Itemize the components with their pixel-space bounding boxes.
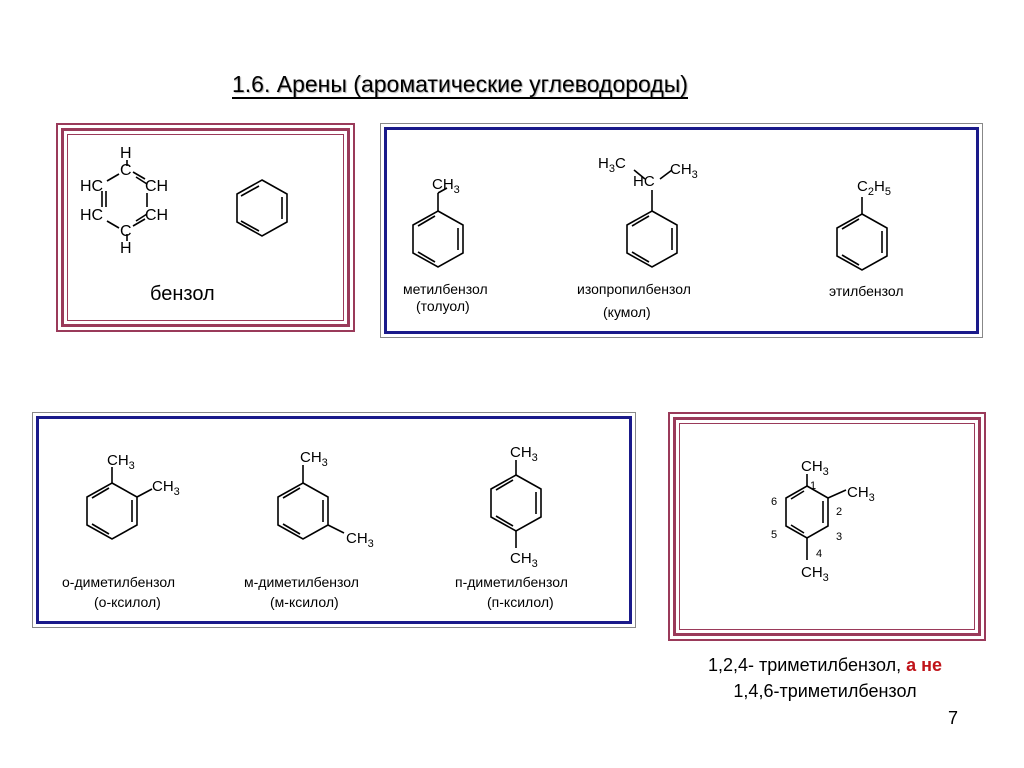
benzene-frame [56,123,355,332]
tmb-ch3-1: CH3 [801,458,829,478]
toluene-ch3-label: CH3 [432,176,460,196]
pxylene-trivial: (п-ксилол) [487,594,554,610]
pxylene-name: п-диметилбензол [455,574,568,590]
oxylene-name: о-диметилбензол [62,574,176,590]
mxylene-ring [277,465,345,540]
note-correct-name: 1,2,4- триметилбензол, [707,655,907,675]
tmb-ch3-2: CH3 [847,484,875,504]
benzene-kekule-bonds [101,160,148,241]
oxylene-ch3-top: CH3 [107,452,135,472]
mxylene-trivial: (м-ксилол) [270,594,339,610]
tmb-pos-1: 1 [810,480,816,492]
page-number: 7 [948,708,959,728]
cumene-name: изопропилбензол [577,281,691,297]
benzene-name: бензол [150,283,215,305]
atom-ch-upper-right: CH [145,178,168,195]
pxylene-ch3-top: CH3 [510,444,538,464]
cumene-h3c-label: H3C [598,155,626,175]
monoalkyl-frame [380,123,983,338]
pxylene-ring [490,460,542,548]
atom-ch-lower-right: CH [145,207,168,224]
tmb-pos-5: 5 [771,529,777,541]
ethylbenzene-ring [836,197,888,271]
tmb-pos-4: 4 [816,548,822,560]
page-title: 1.6. Арены (ароматические углеводороды) [232,70,688,99]
cumene-trivial: (кумол) [603,304,651,320]
toluene-trivial: (толуол) [416,298,470,314]
title-underline [232,97,688,99]
atom-c-bottom: C [120,223,132,240]
oxylene-trivial: (о-ксилол) [94,594,161,610]
tmb-pos-3: 3 [836,531,842,543]
mxylene-name: м-диметилбензол [244,574,359,590]
cumene-ch3-label: CH3 [670,161,698,181]
oxylene-ch3-side: CH3 [152,478,180,498]
toluene-ring [412,187,464,268]
note-line-1: 1,2,4- триметилбензол, а не [660,652,990,678]
atom-hc-upper-left: HC [80,178,103,195]
ethylbenzene-name: этилбензол [829,283,904,299]
note-emphasis: а не [906,655,943,675]
page-title-text: 1.6. Арены (ароматические углеводороды) [232,71,688,97]
atom-hc-lower-left: HC [80,207,103,224]
atom-h-top: H [120,145,132,162]
cumene-ring [626,169,678,268]
atom-h-bottom: H [120,240,132,257]
atom-c-top: C [120,162,132,179]
ethyl-group-label: C2H5 [857,178,891,198]
trimethylbenzene-note: 1,2,4- триметилбензол, а не 1,4,6-тримет… [660,652,990,704]
toluene-name: метилбензол [403,281,488,297]
tmb-pos-2: 2 [836,506,842,518]
cumene-hc-label: HC [633,173,655,190]
mxylene-ch3-top: CH3 [300,449,328,469]
tmb-pos-6: 6 [771,496,777,508]
mxylene-ch3-bottom: CH3 [346,530,374,550]
tmb-ch3-4: CH3 [801,564,829,584]
trimethylbenzene-ring [785,474,847,560]
benzene-ring-symbol [236,179,288,237]
oxylene-ring [86,467,153,540]
pxylene-ch3-bottom: CH3 [510,550,538,570]
note-incorrect-name: 1,4,6-триметилбензол [733,681,917,701]
